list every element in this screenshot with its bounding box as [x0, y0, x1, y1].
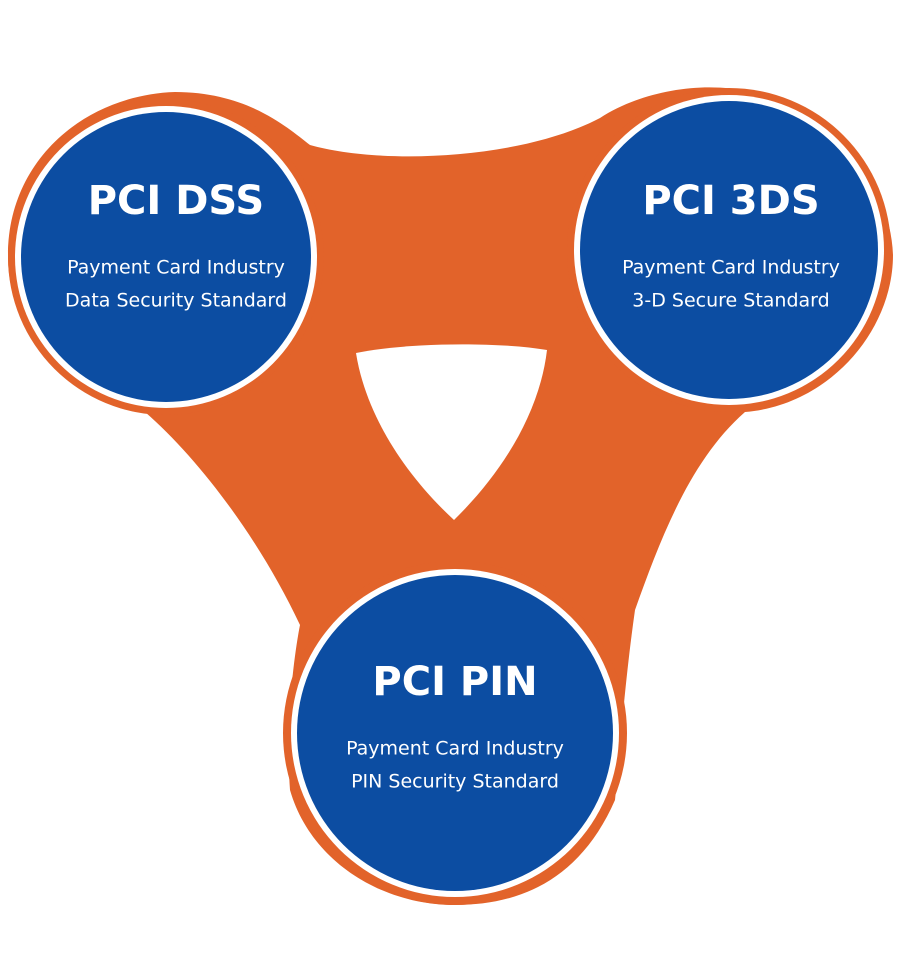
node-pci-dss-circle [21, 112, 311, 402]
node-pci-3ds: PCI 3DS Payment Card Industry 3-D Secure… [567, 88, 891, 412]
node-pci-pin: PCI PIN Payment Card Industry PIN Securi… [283, 561, 627, 905]
node-pci-dss-line2: Data Security Standard [65, 290, 287, 312]
node-pci-dss-line1: Payment Card Industry [67, 257, 285, 279]
node-pci-pin-line2: PIN Security Standard [351, 771, 559, 793]
node-pci-3ds-circle [580, 101, 878, 399]
center-triangle-cutout [356, 344, 547, 520]
node-pci-3ds-title: PCI 3DS [642, 178, 819, 224]
node-pci-3ds-line2: 3-D Secure Standard [632, 290, 829, 312]
node-pci-pin-circle [297, 575, 613, 891]
node-pci-3ds-line1: Payment Card Industry [622, 257, 840, 279]
node-pci-dss: PCI DSS Payment Card Industry Data Secur… [8, 99, 324, 415]
node-pci-pin-title: PCI PIN [372, 659, 537, 705]
node-pci-pin-line1: Payment Card Industry [346, 738, 564, 760]
node-pci-dss-title: PCI DSS [88, 178, 265, 224]
